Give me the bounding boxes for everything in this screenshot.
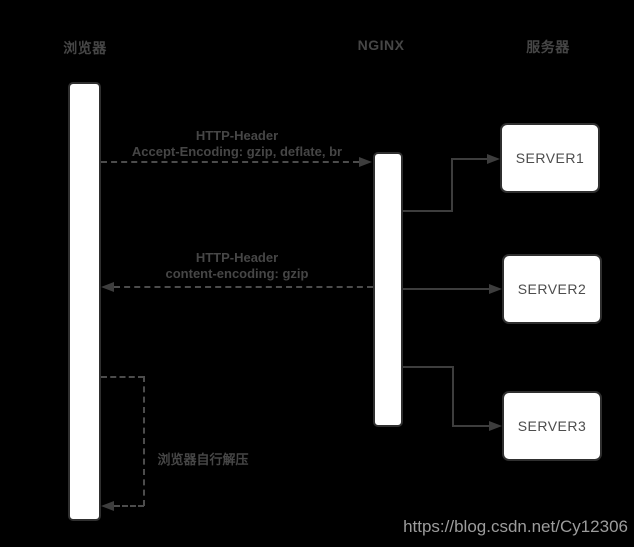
response-arrow-line: [114, 286, 373, 288]
server2-box: SERVER2: [502, 254, 602, 324]
server3-connector-v: [452, 366, 454, 427]
server1-arrowhead-icon: [487, 154, 500, 164]
message-request-line2: Accept-Encoding: gzip, deflate, br: [131, 144, 343, 159]
browser-lifeline-bar: [68, 82, 101, 521]
nginx-lifeline-bar: [373, 152, 403, 427]
selfloop-vertical-line: [143, 376, 145, 506]
server1-label: SERVER1: [515, 150, 585, 166]
selfloop-label: 浏览器自行解压: [157, 452, 249, 467]
message-request-label: HTTP-Header Accept-Encoding: gzip, defla…: [102, 128, 372, 160]
selfloop-top-line: [101, 376, 144, 378]
server1-connector-h2: [451, 158, 488, 160]
actor-label-nginx: NGINX: [357, 37, 405, 53]
watermark: https://blog.csdn.net/Cy12306: [403, 517, 628, 536]
server3-box: SERVER3: [502, 391, 602, 461]
server2-connector: [403, 288, 490, 290]
message-response-line1: HTTP-Header: [195, 250, 279, 265]
message-response-label: HTTP-Header content-encoding: gzip: [102, 250, 372, 282]
server2-arrowhead-icon: [489, 284, 502, 294]
request-arrowhead-icon: [359, 157, 372, 167]
actor-label-servers: 服务器: [526, 39, 570, 55]
server3-arrowhead-icon: [489, 421, 502, 431]
server2-label: SERVER2: [517, 281, 587, 297]
selfloop-bottom-line: [114, 505, 144, 507]
server3-connector-h1: [403, 366, 454, 368]
server1-connector-h1: [403, 210, 453, 212]
server1-connector-v: [451, 158, 453, 212]
message-request-line1: HTTP-Header: [195, 128, 279, 143]
server3-label: SERVER3: [517, 418, 587, 434]
response-arrowhead-icon: [101, 282, 114, 292]
server1-box: SERVER1: [500, 123, 600, 193]
actor-label-browser: 浏览器: [63, 40, 107, 56]
server3-connector-h2: [452, 425, 490, 427]
selfloop-arrowhead-icon: [101, 501, 114, 511]
request-arrow-line: [101, 161, 359, 163]
message-response-line2: content-encoding: gzip: [165, 266, 309, 281]
